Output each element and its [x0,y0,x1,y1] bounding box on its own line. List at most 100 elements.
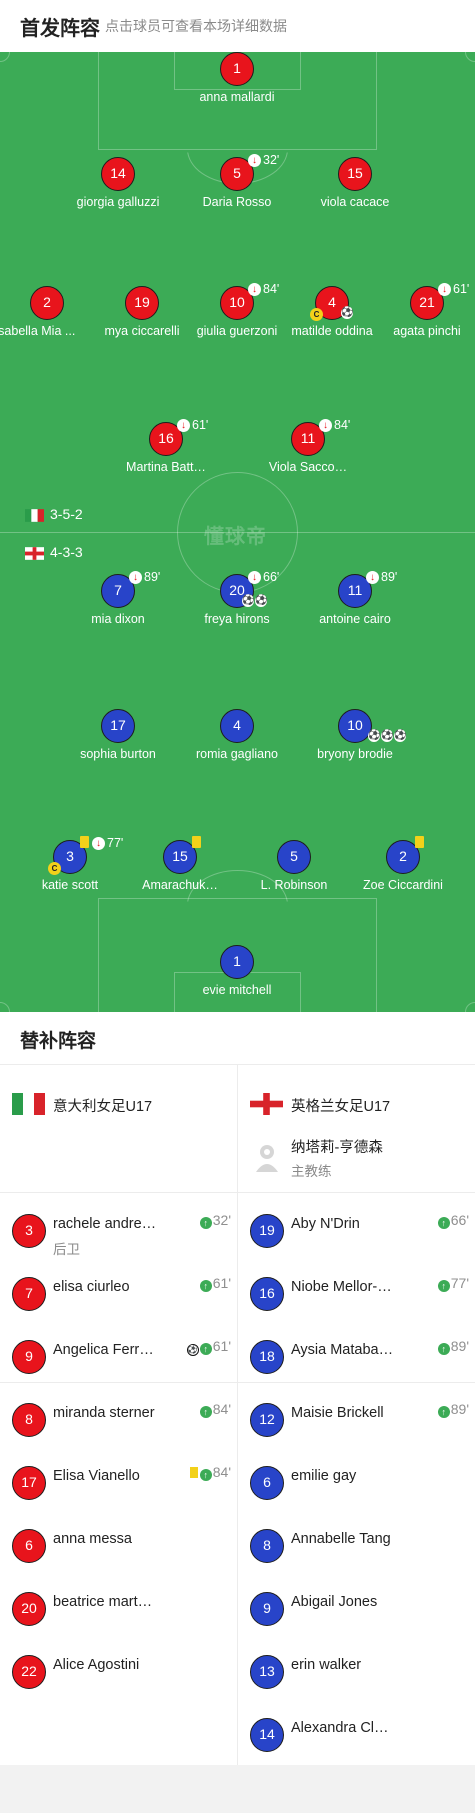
sub-player-row[interactable]: 22 Alice Agostini [0,1643,237,1705]
sub-player-row[interactable]: 3 rachele andre… 后卫 ↑32' [0,1202,237,1264]
player-marker[interactable]: 5 L. Robinson [234,840,354,900]
sub-out-marker: ↓84' [319,418,350,433]
sub-in-time: ↑84' [189,1464,231,1481]
player-name: Alexandra Cl… [291,1720,389,1736]
sub-out-icon: ↓ [438,283,451,297]
player-number: 10 [220,286,254,320]
player-marker[interactable]: 1 anna mallardi [177,52,297,112]
sub-player-row[interactable]: 6 emilie gay [238,1454,475,1516]
sub-player-row[interactable]: 9 Abigail Jones [238,1580,475,1642]
player-name: L. Robinson [260,878,328,892]
sub-in-time: ↑77' [437,1275,469,1292]
substitutes-section: 替补阵容 意大利女足U17 英格兰女足U17 纳塔莉-亨德森 主教练 3 rac… [0,1012,475,1765]
top-penalty-box [98,52,377,150]
italy-flag-icon [12,1093,45,1115]
sub-out-icon: ↓ [248,154,261,168]
divider [0,1382,237,1383]
player-name: elisa ciurleo [53,1279,130,1295]
player-marker[interactable]: 20 ↓66' ⚽⚽ freya hirons [177,570,297,634]
sub-player-row[interactable]: 20 beatrice mart… [0,1580,237,1642]
player-number: 16 [250,1277,284,1311]
player-number: 19 [250,1214,284,1248]
home-formation: 3-5-2 [25,506,83,522]
sub-minute: 89' [450,1401,469,1417]
away-formation-label: 4-3-3 [50,544,83,560]
player-name: Abigail Jones [291,1594,378,1610]
sub-out-icon: ↓ [248,571,261,585]
player-number: 14 [101,157,135,191]
sub-in-time: ↑66' [437,1212,469,1229]
player-marker[interactable]: 15 viola cacace [295,157,415,217]
yellow-card-icon [415,836,424,848]
sub-player-row[interactable]: 8 Annabelle Tang [238,1517,475,1579]
football-icon: ⚽ [242,595,255,607]
england-flag-icon [25,546,44,560]
player-marker[interactable]: 2 Isabella Mia ... [0,286,107,346]
player-number: 13 [250,1655,284,1689]
player-marker[interactable]: 21 ↓61' agata pinchi [367,282,475,346]
player-number: 3 [12,1214,46,1248]
player-marker[interactable]: 1 evie mitchell [177,945,297,1005]
player-name: viola cacace [320,195,390,209]
sub-in-icon: ↑ [437,1280,450,1292]
coach-row[interactable]: 纳塔莉-亨德森 主教练 [250,1132,470,1182]
player-marker[interactable]: 3 ↓77' C katie scott [10,836,130,900]
coach-role: 主教练 [291,1164,332,1179]
football-icon: ⚽ [186,1344,199,1356]
sub-player-row[interactable]: 17 Elisa Vianello ↑84' [0,1454,237,1516]
player-marker[interactable]: 4 romia gagliano [177,709,297,769]
away-team-name: 英格兰女足U17 [291,1099,391,1115]
coach-name: 纳塔莉-亨德森 [291,1140,383,1156]
player-number: 18 [250,1340,284,1374]
player-marker[interactable]: 17 sophia burton [58,709,178,769]
sub-player-row[interactable]: 16 Niobe Mellor-… ↑77' [238,1265,475,1327]
yellow-card-icon [189,1467,198,1478]
player-number: 17 [101,709,135,743]
player-name: Isabella Mia ... [0,324,76,338]
sub-minute: 32' [263,153,280,167]
sub-player-row[interactable]: 12 Maisie Brickell ↑89' [238,1391,475,1453]
column-divider [237,1064,238,1765]
player-name: romia gagliano [196,747,278,761]
football-icon: ⚽ [368,730,381,742]
england-flag-icon [250,1093,283,1115]
player-number: 17 [12,1466,46,1500]
player-marker[interactable]: 16 ↓61' Martina Batt… [106,418,226,482]
sub-player-row[interactable]: 13 erin walker [238,1643,475,1705]
player-name: miranda sterner [53,1405,155,1421]
coach-avatar-icon [256,1145,278,1172]
player-marker[interactable]: 14 giorgia galluzzi [58,157,178,217]
sub-out-icon: ↓ [92,837,105,851]
sub-player-row[interactable]: 6 anna messa [0,1517,237,1579]
player-name: freya hirons [204,612,270,626]
home-formation-label: 3-5-2 [50,506,83,522]
sub-player-row[interactable]: 9 Angelica Ferr… ⚽↑61' [0,1328,237,1390]
player-marker[interactable]: 11 ↓89' antoine cairo [295,570,415,634]
sub-in-time: ↑61' [199,1275,231,1292]
player-marker[interactable]: 10 ⚽⚽⚽ bryony brodie [295,709,415,769]
player-marker[interactable]: 15 Amarachuk… [120,836,240,900]
player-marker[interactable]: 19 mya ciccarelli [82,286,202,346]
sub-player-row[interactable]: 8 miranda sterner ↑84' [0,1391,237,1453]
player-marker[interactable]: 2 Zoe Ciccardini [343,836,463,900]
player-marker[interactable]: 5 ↓32' Daria Rosso [177,153,297,217]
player-number: 15 [338,157,372,191]
goal-markers: ⚽ [341,306,354,319]
football-icon: ⚽ [341,307,354,319]
sub-player-row[interactable]: 18 Aysia Mataba… ↑89' [238,1328,475,1390]
player-marker[interactable]: 4 C ⚽ matilde oddina [272,286,392,346]
sub-player-row[interactable]: 14 Alexandra Cl… [238,1706,475,1768]
sub-out-marker: ↓61' [177,418,208,433]
player-name: Martina Batt… [126,460,206,474]
player-marker[interactable]: 7 ↓89' mia dixon [58,570,178,634]
player-marker[interactable]: 11 ↓84' Viola Sacco… [248,418,368,482]
home-team-name: 意大利女足U17 [53,1099,153,1115]
player-number: 9 [12,1340,46,1374]
sub-out-marker: ↓89' [129,570,161,585]
sub-minute: 89' [144,570,161,584]
player-marker[interactable]: 10 ↓84' giulia guerzoni [177,282,297,346]
sub-player-row[interactable]: 19 Aby N'Drin ↑66' [238,1202,475,1264]
sub-in-time: ↑89' [437,1338,469,1355]
player-name: agata pinchi [393,324,461,338]
sub-player-row[interactable]: 7 elisa ciurleo ↑61' [0,1265,237,1327]
